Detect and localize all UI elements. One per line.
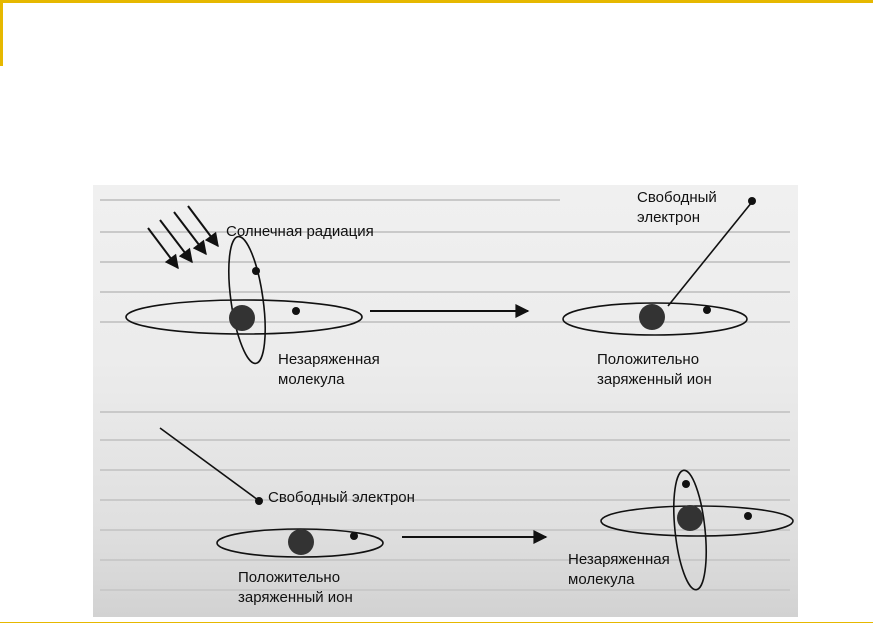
- electron: [350, 532, 358, 540]
- electron: [744, 512, 752, 520]
- label-free-electron-top-line2: электрон: [637, 209, 700, 226]
- label-neutral-molecule-bottom-line1: Незаряженная: [568, 551, 670, 568]
- ionization-diagram: Солнечная радиация Свободный электрон Не…: [100, 189, 794, 606]
- background-text-lines: [100, 199, 790, 591]
- nucleus: [229, 305, 255, 331]
- ionization-figure: Солнечная радиация Свободный электрон Не…: [93, 185, 798, 617]
- radiation-arrow: [173, 211, 207, 256]
- nucleus: [288, 529, 314, 555]
- label-neutral-molecule-bottom-line2: молекула: [568, 571, 635, 588]
- label-positive-ion-top-line1: Положительно: [597, 351, 699, 368]
- label-free-electron-bottom: Свободный электрон: [268, 489, 415, 506]
- accent-bar-top: [0, 0, 873, 3]
- electron: [292, 307, 300, 315]
- label-positive-ion-top-line2: заряженный ион: [597, 371, 712, 388]
- accent-rule-bottom: [0, 622, 873, 623]
- label-neutral-molecule-top-line1: Незаряженная: [278, 351, 380, 368]
- free-electron: [748, 197, 756, 205]
- electron: [252, 267, 260, 275]
- electron-trajectory: [159, 427, 259, 501]
- label-positive-ion-bottom-line1: Положительно: [238, 569, 340, 586]
- radiation-arrow: [187, 205, 219, 248]
- nucleus: [639, 304, 665, 330]
- label-free-electron-top-line1: Свободный: [637, 189, 717, 206]
- electron: [703, 306, 711, 314]
- neutral-molecule-top: [125, 235, 363, 365]
- label-neutral-molecule-top-line2: молекула: [278, 371, 345, 388]
- neutral-molecule-bottom: [600, 469, 794, 591]
- electron: [682, 480, 690, 488]
- solar-radiation-arrows: [147, 205, 219, 270]
- electron-trajectory: [667, 201, 753, 307]
- label-positive-ion-bottom-line2: заряженный ион: [238, 589, 353, 606]
- radiation-arrow: [159, 219, 193, 264]
- label-solar-radiation: Солнечная радиация: [226, 223, 374, 240]
- positive-ion-bottom: [159, 427, 384, 558]
- nucleus: [677, 505, 703, 531]
- radiation-arrow: [147, 227, 179, 270]
- free-electron: [255, 497, 263, 505]
- accent-bar-left: [0, 0, 3, 66]
- positive-ion-top: [562, 197, 756, 336]
